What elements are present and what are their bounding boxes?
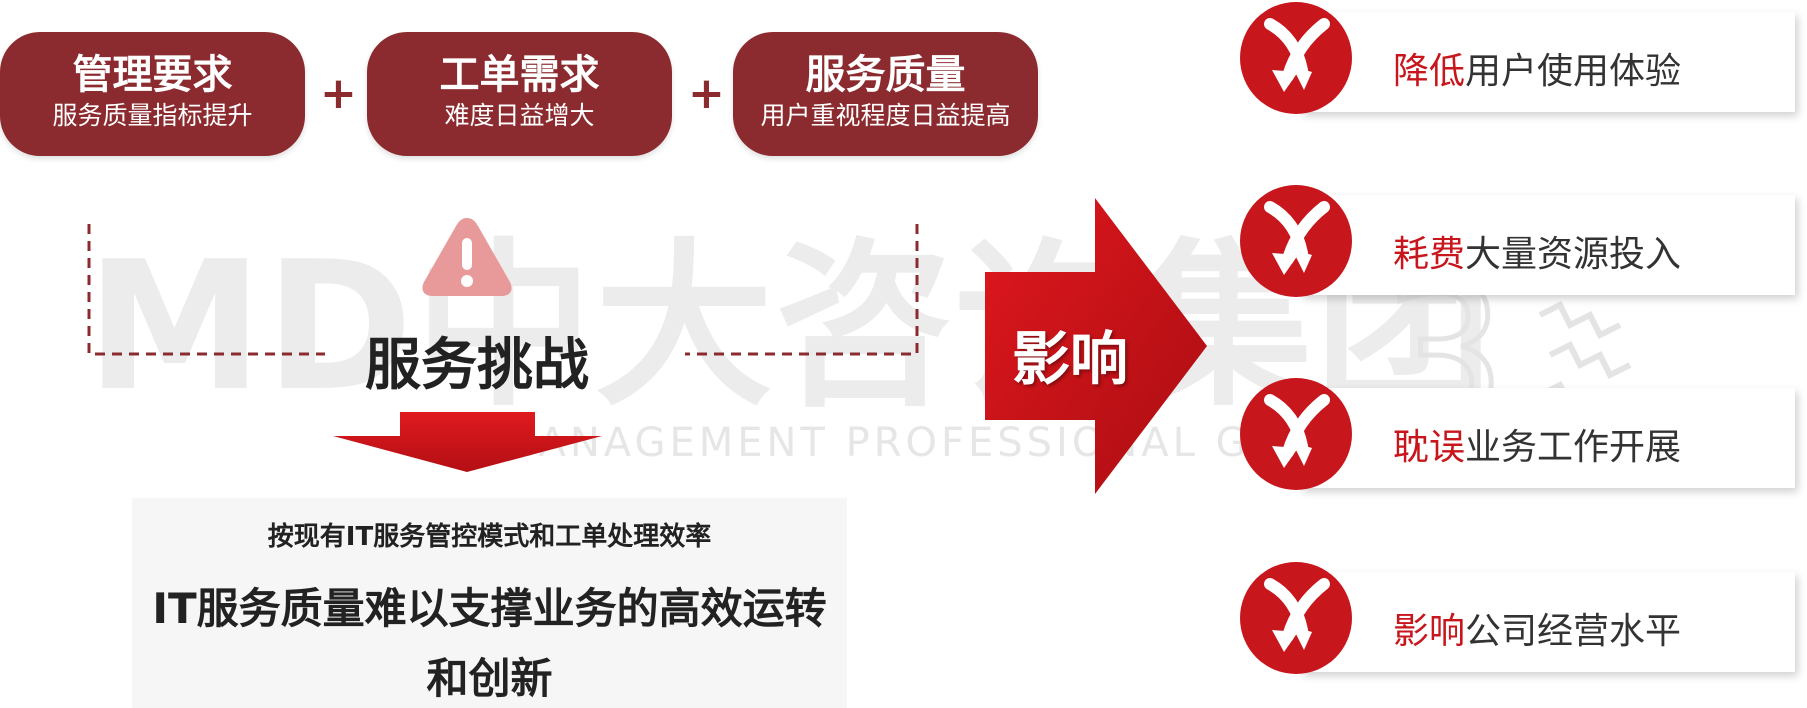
impact-rest: 业务工作开展 — [1465, 427, 1682, 468]
dashed-bracket — [87, 224, 919, 356]
cause-title: 管理要求 — [72, 52, 233, 98]
cause-pill-management: 管理要求 服务质量指标提升 — [0, 32, 305, 156]
impact-highlight: 影响 — [1393, 611, 1466, 652]
impact-highlight: 耗费 — [1393, 234, 1466, 275]
plus-sign: + — [320, 68, 357, 119]
impact-highlight: 耽误 — [1393, 427, 1466, 468]
cause-subtitle: 难度日益增大 — [444, 101, 595, 130]
impact-card — [1300, 388, 1795, 488]
diverging-arrows-icon — [1240, 2, 1352, 114]
watermark-subtitle: MANAGEMENT PROFESSIONAL GROUP — [500, 420, 1380, 466]
cause-subtitle: 用户重视程度日益提高 — [760, 101, 1011, 130]
impact-text: 耗费大量资源投入 — [1393, 225, 1681, 277]
statement-line-2: IT服务质量难以支撑业务的高效运转 — [152, 584, 827, 633]
cause-subtitle: 服务质量指标提升 — [52, 101, 253, 130]
impact-rest: 公司经营水平 — [1465, 611, 1682, 652]
impact-arrow-icon — [985, 198, 1207, 494]
statement-box — [132, 498, 847, 708]
cause-pill-workorder: 工单需求 难度日益增大 — [367, 32, 672, 156]
impact-label: 影响 — [1012, 325, 1129, 393]
down-arrow-icon — [333, 412, 602, 472]
cause-title: 工单需求 — [439, 52, 600, 98]
impact-card — [1300, 572, 1795, 672]
impact-card — [1300, 195, 1795, 295]
impact-rest: 用户使用体验 — [1465, 51, 1682, 92]
statement-line-1: 按现有IT服务管控模式和工单处理效率 — [267, 522, 712, 552]
statement-line-3: 和创新 — [426, 654, 553, 703]
cause-title: 服务质量 — [805, 52, 966, 98]
plus-sign: + — [688, 68, 725, 119]
challenge-title: 服务挑战 — [365, 333, 589, 398]
impact-text: 降低用户使用体验 — [1393, 42, 1681, 94]
impact-highlight: 降低 — [1393, 51, 1466, 92]
warning-icon — [422, 218, 512, 296]
cause-pill-quality: 服务质量 用户重视程度日益提高 — [733, 32, 1038, 156]
impact-text: 影响公司经营水平 — [1393, 602, 1681, 654]
impact-card — [1300, 12, 1795, 112]
diverging-arrows-icon — [1240, 185, 1352, 297]
diverging-arrows-icon — [1240, 562, 1352, 674]
impact-rest: 大量资源投入 — [1465, 234, 1682, 275]
impact-text: 耽误业务工作开展 — [1393, 418, 1681, 470]
diverging-arrows-icon — [1240, 378, 1352, 490]
